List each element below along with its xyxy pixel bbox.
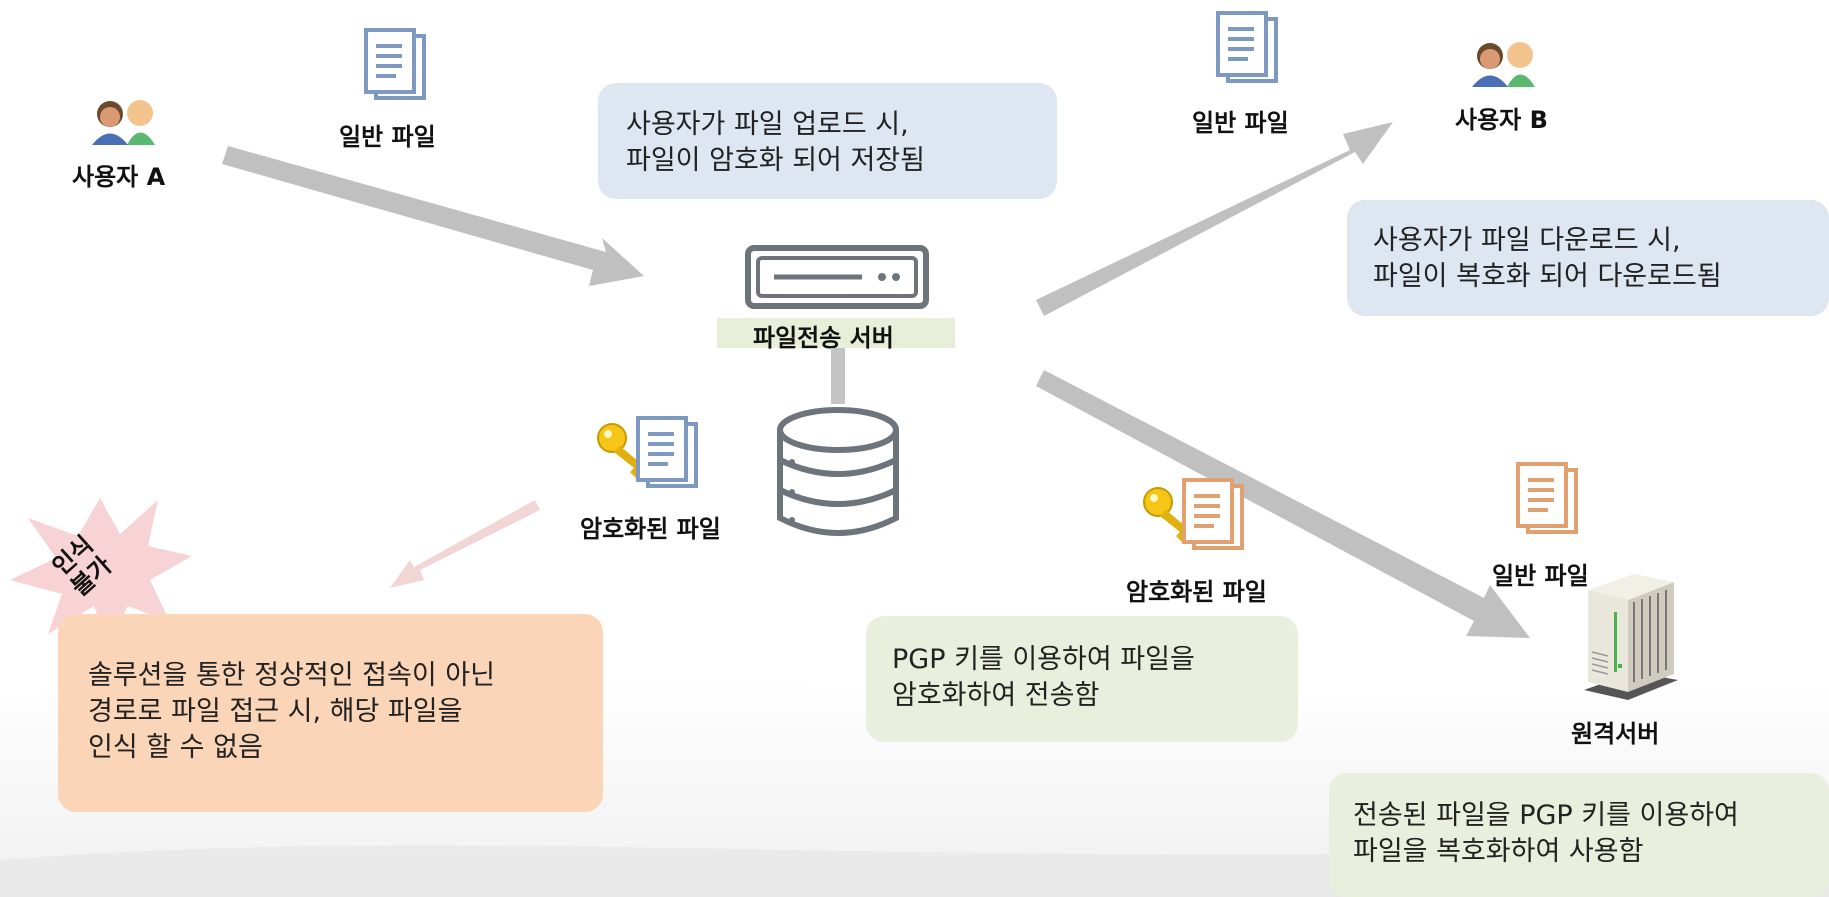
document-icon [1182,478,1244,550]
user-a-label: 사용자 A [72,163,166,191]
note-upload-line: 사용자가 파일 업로드 시, [626,109,909,140]
plain-file-label-top-right: 일반 파일 [1192,109,1289,137]
document-icon [636,416,698,488]
note-pgp-receive-line: 파일을 복호화하여 사용함 [1353,836,1644,867]
encrypted-file-label-center: 암호화된 파일 [580,515,721,543]
document-icon [1516,462,1578,534]
note-upload: 사용자가 파일 업로드 시, 파일이 암호화 되어 저장됨 [598,83,1057,199]
plain-file-label-top-left: 일반 파일 [339,123,436,151]
note-download-line: 사용자가 파일 다운로드 시, [1373,225,1681,256]
users-icon [1472,42,1535,87]
note-unauthorized: 솔루션을 통한 정상적인 접속이 아닌 경로로 파일 접근 시, 해당 파일을 … [58,614,603,812]
arrow-to-unauthorized [390,500,540,588]
tower-server-icon [1584,574,1678,700]
user-b-label: 사용자 B [1455,106,1548,134]
note-pgp-receive-line: 전송된 파일을 PGP 키를 이용하여 [1353,800,1739,831]
note-download: 사용자가 파일 다운로드 시, 파일이 복호화 되어 다운로드됨 [1347,200,1829,316]
note-pgp-send: PGP 키를 이용하여 파일을 암호화하여 전송함 [866,616,1298,742]
note-unauthorized-line: 인식 할 수 없음 [88,732,263,763]
server-label-background [717,318,955,348]
note-unauthorized-line: 경로로 파일 접근 시, 해당 파일을 [88,696,463,727]
starburst-badge [10,498,192,644]
transfer-server-label: 파일전송 서버 [753,324,894,352]
plain-file-label-remote: 일반 파일 [1492,562,1589,590]
document-icon [1216,11,1278,83]
note-pgp-send-line: 암호화하여 전송함 [892,680,1100,711]
arrow-server-to-user-b [1036,122,1393,316]
server-icon [745,245,929,309]
database-icon [777,348,899,536]
encrypted-file-label-right: 암호화된 파일 [1126,578,1267,606]
note-pgp-receive: 전송된 파일을 PGP 키를 이용하여 파일을 복호화하여 사용함 [1329,773,1829,897]
note-upload-line: 파일이 암호화 되어 저장됨 [626,145,925,176]
note-unauthorized-line: 솔루션을 통한 정상적인 접속이 아닌 [88,660,495,691]
remote-server-label: 원격서버 [1571,720,1660,748]
arrow-user-a-to-server [222,146,644,286]
note-pgp-send-line: PGP 키를 이용하여 파일을 [892,644,1195,675]
users-icon [92,100,155,145]
document-icon [364,28,426,100]
note-download-line: 파일이 복호화 되어 다운로드됨 [1373,261,1722,292]
arrow-server-to-remote [1036,370,1530,638]
